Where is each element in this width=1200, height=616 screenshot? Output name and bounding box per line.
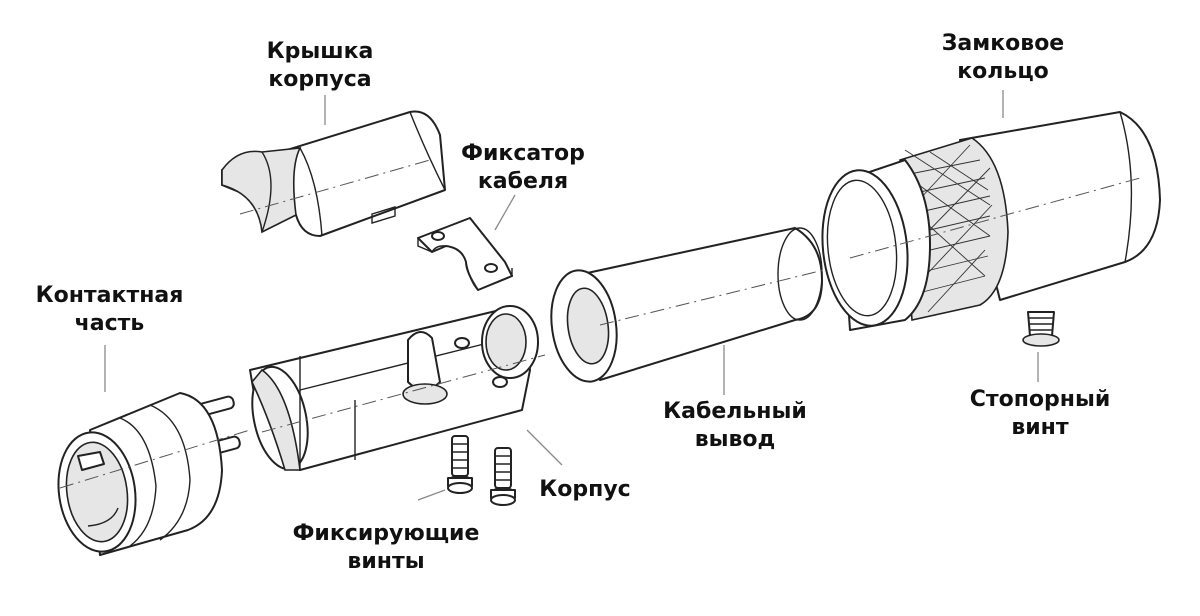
locking-ring	[821, 111, 1161, 331]
label-housing-body: Корпус	[539, 477, 631, 502]
contact-insert	[57, 392, 251, 556]
leader-lines	[104, 90, 1039, 501]
set-screw	[1022, 311, 1060, 347]
cable-outlet	[550, 227, 841, 383]
cable-clamp	[417, 217, 513, 291]
housing-body	[249, 305, 546, 471]
knurled-band	[904, 144, 993, 313]
housing-cover	[221, 110, 446, 237]
fixing-screws	[447, 435, 516, 506]
